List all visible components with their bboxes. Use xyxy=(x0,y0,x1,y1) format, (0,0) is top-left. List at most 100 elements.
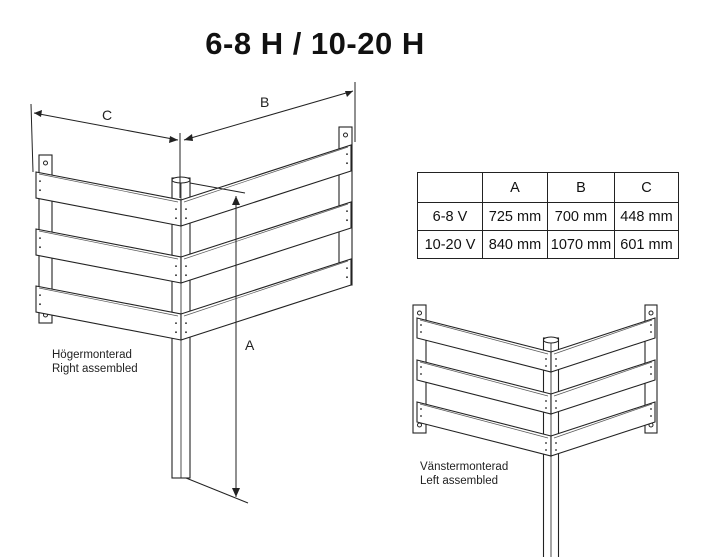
screw-icon xyxy=(420,373,422,375)
caption-swedish: Högermonterad xyxy=(52,349,132,361)
screw-icon xyxy=(420,324,422,326)
screw-icon xyxy=(346,162,348,165)
board-edge xyxy=(553,319,653,355)
dimension-lines xyxy=(30,82,356,504)
screw-icon xyxy=(175,217,177,220)
screw-icon xyxy=(185,217,187,220)
post-top xyxy=(543,336,559,344)
screw-icon xyxy=(555,407,557,409)
screw-icon xyxy=(175,322,177,324)
dimension-arrows xyxy=(34,91,353,497)
screw-icon xyxy=(545,407,547,409)
screw-icon xyxy=(420,415,422,417)
board-edge xyxy=(183,260,349,317)
table-cell: 601 mm xyxy=(614,230,679,259)
screw-icon xyxy=(175,208,177,211)
fence-board-right xyxy=(180,201,352,284)
table-row: 10-20 V 840 mm 1070 mm 601 mm xyxy=(417,230,679,259)
fence-board-left xyxy=(35,171,182,227)
bolt-icon xyxy=(43,160,48,166)
table-header-row: A B C xyxy=(417,172,679,203)
table-row: 6-8 V 725 mm 700 mm 448 mm xyxy=(417,202,679,231)
page-title: 6-8 H / 10-20 H xyxy=(205,26,425,61)
board-edge xyxy=(553,361,653,397)
screw-icon xyxy=(185,274,187,277)
screw-icon xyxy=(185,322,187,324)
fence-board-left xyxy=(35,285,182,341)
table-header-cell: C xyxy=(614,172,679,203)
left-assembled-caption: Vänstermonterad Left assembled xyxy=(420,460,508,488)
table-cell: 840 mm xyxy=(482,230,548,259)
table-cell: 1070 mm xyxy=(547,230,615,259)
fence-board-left xyxy=(416,401,552,457)
board-edge xyxy=(419,319,549,355)
dimension-b-line xyxy=(183,90,354,141)
dimension-c-line xyxy=(33,112,179,141)
screw-icon xyxy=(175,265,177,267)
screw-icon xyxy=(39,237,41,240)
screw-icon xyxy=(545,358,547,360)
screw-icon xyxy=(175,331,177,334)
caption-swedish: Vänstermonterad xyxy=(420,461,509,473)
left-assembled-fence-drawing xyxy=(412,304,658,557)
screw-icon xyxy=(175,274,177,277)
table-header-cell: B xyxy=(547,172,615,203)
screw-icon xyxy=(545,400,547,402)
table-cell: 10-20 V xyxy=(417,230,483,259)
board-edge xyxy=(553,403,653,439)
fence-board-left xyxy=(416,317,552,373)
right-assembled-caption: Högermonterad Right assembled xyxy=(52,348,138,376)
fence-board-left xyxy=(35,228,182,284)
screw-icon xyxy=(346,153,348,156)
table-cell: 448 mm xyxy=(614,202,679,231)
table-header-cell: A xyxy=(482,172,548,203)
board-edge xyxy=(38,173,179,203)
screw-icon xyxy=(346,267,348,269)
screw-icon xyxy=(650,366,652,368)
screw-icon xyxy=(555,442,557,444)
screw-icon xyxy=(555,400,557,402)
screw-icon xyxy=(420,366,422,368)
board-edge xyxy=(419,403,549,439)
post-top xyxy=(171,176,191,184)
screw-icon xyxy=(346,210,348,213)
screw-icon xyxy=(650,408,652,410)
screw-icon xyxy=(555,365,557,367)
board-edge xyxy=(38,230,179,260)
table-cell: 700 mm xyxy=(547,202,615,231)
fence-board-left xyxy=(416,359,552,415)
screw-icon xyxy=(39,303,41,306)
screw-icon xyxy=(650,324,652,326)
board-edge xyxy=(183,146,349,203)
caption-english: Left assembled xyxy=(420,475,498,487)
screw-icon xyxy=(545,442,547,444)
fence-board-right xyxy=(180,258,352,341)
screw-icon xyxy=(185,331,187,334)
screw-icon xyxy=(39,189,41,192)
screw-icon xyxy=(545,449,547,451)
bolt-icon xyxy=(648,310,654,316)
screw-icon xyxy=(650,373,652,375)
bolt-icon xyxy=(343,132,348,138)
screw-icon xyxy=(346,219,348,222)
table-cell: 725 mm xyxy=(482,202,548,231)
bolt-icon xyxy=(417,310,422,316)
fence-board-right xyxy=(550,359,656,415)
board-edge xyxy=(183,203,349,260)
screw-icon xyxy=(555,358,557,360)
table-header-cell xyxy=(417,172,483,203)
fence-board-right xyxy=(550,401,656,457)
dimension-a-label: A xyxy=(245,337,255,353)
screw-icon xyxy=(185,208,187,211)
fence-board-right xyxy=(180,144,352,227)
dimension-b-label: B xyxy=(260,94,269,110)
screw-icon xyxy=(39,180,41,183)
screw-icon xyxy=(185,265,187,267)
screw-icon xyxy=(555,449,557,451)
screw-icon xyxy=(39,294,41,296)
table-cell: 6-8 V xyxy=(417,202,483,231)
screw-icon xyxy=(650,331,652,333)
screw-icon xyxy=(420,408,422,410)
dimensions-table: A B C 6-8 V 725 mm 700 mm 448 mm 10-20 V… xyxy=(417,172,679,259)
